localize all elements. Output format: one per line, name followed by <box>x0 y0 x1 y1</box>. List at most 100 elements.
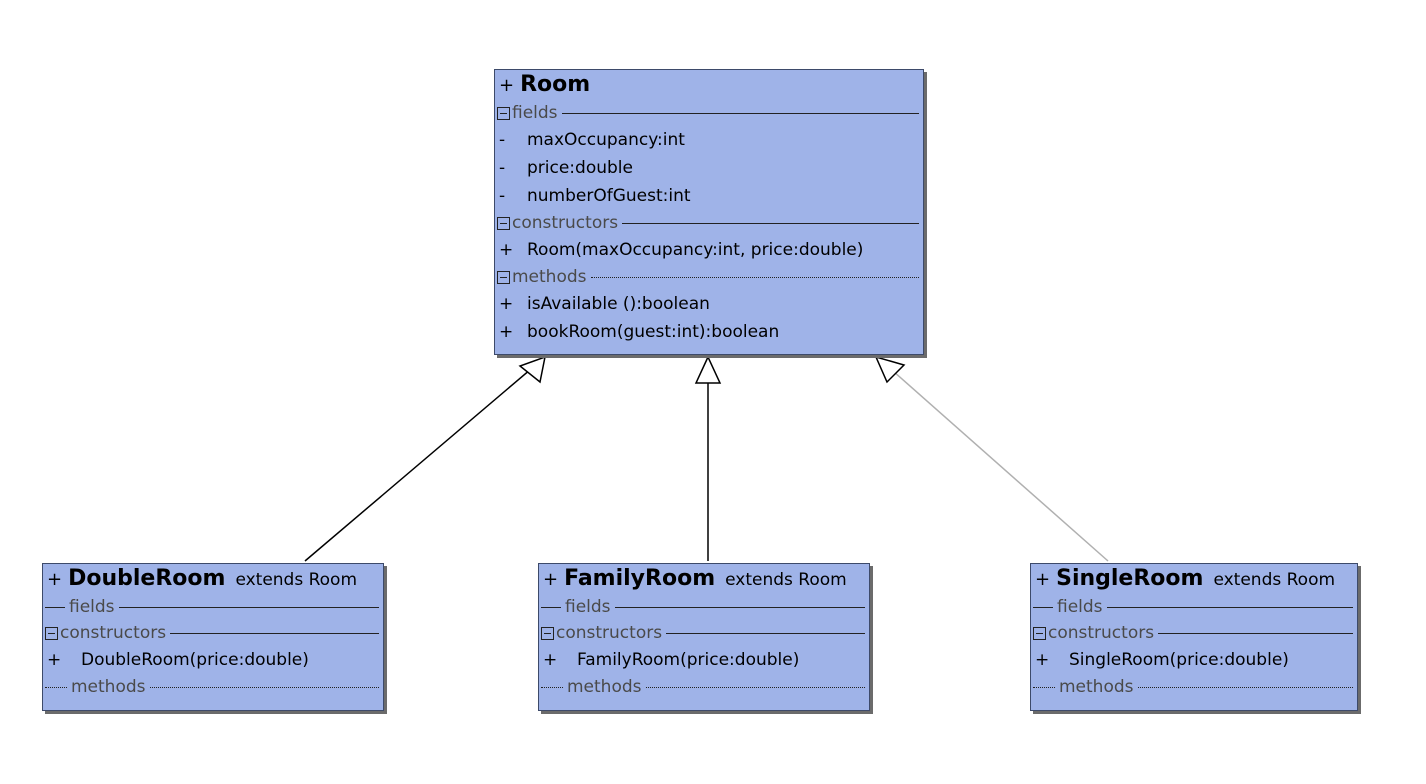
collapse-toggle-icon[interactable] <box>497 270 510 284</box>
visibility-marker: + <box>47 569 63 590</box>
section-divider <box>666 632 865 634</box>
section-lead <box>1033 686 1055 688</box>
section-label: fields <box>512 103 558 123</box>
collapse-toggle-icon[interactable] <box>1033 626 1046 640</box>
fields-section-header[interactable]: fields <box>539 594 869 620</box>
generalization-arrowhead-doubleroom <box>518 355 546 384</box>
visibility-marker: - <box>499 130 506 150</box>
constructor-text: SingleRoom(price:double) <box>1069 650 1289 670</box>
visibility-marker: + <box>543 650 558 670</box>
section-label: constructors <box>1048 623 1155 643</box>
section-divider <box>614 606 865 608</box>
visibility-marker: + <box>1035 650 1050 670</box>
section-label: constructors <box>556 623 663 643</box>
generalization-arrowhead-familyroom <box>694 355 722 384</box>
section-divider <box>622 222 919 224</box>
method-text: isAvailable ():boolean <box>527 294 710 314</box>
collapse-toggle-icon[interactable] <box>541 626 554 640</box>
section-divider <box>118 606 379 608</box>
field-row[interactable]: - maxOccupancy:int <box>495 126 923 154</box>
visibility-marker: + <box>499 322 514 342</box>
visibility-marker: - <box>499 186 506 206</box>
section-label: fields <box>69 597 115 617</box>
constructor-text: FamilyRoom(price:double) <box>577 650 800 670</box>
section-divider <box>561 112 919 114</box>
constructor-row[interactable]: + DoubleRoom(price:double) <box>43 646 383 674</box>
constructors-section-header[interactable]: constructors <box>43 620 383 646</box>
class-singleroom-header: +SingleRoom extends Room <box>1031 564 1357 594</box>
method-row[interactable]: + bookRoom(guest:int):boolean <box>495 318 923 346</box>
visibility-marker: + <box>543 569 559 590</box>
extends-label: extends Room <box>725 570 847 590</box>
section-lead <box>1033 606 1053 608</box>
class-name: FamilyRoom <box>564 566 716 591</box>
visibility-marker: + <box>499 294 514 314</box>
field-text: maxOccupancy:int <box>527 130 685 150</box>
methods-section-header[interactable]: methods <box>539 674 869 700</box>
method-text: bookRoom(guest:int):boolean <box>527 322 780 342</box>
field-text: numberOfGuest:int <box>527 186 691 206</box>
generalization-arrowhead-singleroom <box>874 355 906 384</box>
field-text: price:double <box>527 158 633 178</box>
section-label: constructors <box>60 623 167 643</box>
class-room[interactable]: +Room fields - maxOccupancy:int - price:… <box>494 69 924 355</box>
visibility-marker: + <box>499 240 514 260</box>
collapse-toggle-icon[interactable] <box>497 216 510 230</box>
section-divider <box>149 686 379 688</box>
generalization-line-doubleroom[interactable] <box>304 368 532 562</box>
section-divider <box>645 686 865 688</box>
section-lead <box>45 606 65 608</box>
methods-section-header[interactable]: methods <box>495 264 923 290</box>
section-label: fields <box>1057 597 1103 617</box>
visibility-marker: + <box>499 75 515 96</box>
class-room-header: +Room <box>495 70 923 100</box>
constructor-row[interactable]: + SingleRoom(price:double) <box>1031 646 1357 674</box>
field-row[interactable]: - price:double <box>495 154 923 182</box>
extends-label: extends Room <box>1213 570 1336 590</box>
constructors-section-header[interactable]: constructors <box>539 620 869 646</box>
section-label: methods <box>512 267 587 287</box>
extends-label: extends Room <box>235 570 358 590</box>
visibility-marker: - <box>499 158 506 178</box>
fields-section-header[interactable]: fields <box>1031 594 1357 620</box>
field-row[interactable]: - numberOfGuest:int <box>495 182 923 210</box>
section-lead <box>541 686 563 688</box>
fields-section-header[interactable]: fields <box>495 100 923 126</box>
section-divider <box>170 632 379 634</box>
section-lead <box>45 686 67 688</box>
section-label: methods <box>71 677 146 697</box>
collapse-toggle-icon[interactable] <box>45 626 58 640</box>
section-divider <box>1158 632 1353 634</box>
section-label: constructors <box>512 213 619 233</box>
class-doubleroom-header: +DoubleRoom extends Room <box>43 564 383 594</box>
section-label: fields <box>565 597 611 617</box>
constructors-section-header[interactable]: constructors <box>495 210 923 236</box>
generalization-line-singleroom[interactable] <box>892 370 1109 562</box>
fields-section-header[interactable]: fields <box>43 594 383 620</box>
methods-section-header[interactable]: methods <box>43 674 383 700</box>
constructor-row[interactable]: + FamilyRoom(price:double) <box>539 646 869 674</box>
method-row[interactable]: + isAvailable ():boolean <box>495 290 923 318</box>
visibility-marker: + <box>1035 569 1051 590</box>
class-name: Room <box>520 72 591 97</box>
section-label: methods <box>567 677 642 697</box>
class-name: DoubleRoom <box>68 566 226 591</box>
section-divider <box>590 276 919 278</box>
constructor-text: Room(maxOccupancy:int, price:double) <box>527 240 864 260</box>
section-divider <box>1106 606 1353 608</box>
section-lead <box>541 606 561 608</box>
section-label: methods <box>1059 677 1134 697</box>
visibility-marker: + <box>47 650 62 670</box>
constructor-text: DoubleRoom(price:double) <box>81 650 309 670</box>
constructors-section-header[interactable]: constructors <box>1031 620 1357 646</box>
class-name: SingleRoom <box>1056 566 1204 591</box>
class-familyroom-header: +FamilyRoom extends Room <box>539 564 869 594</box>
collapse-toggle-icon[interactable] <box>497 106 510 120</box>
constructor-row[interactable]: + Room(maxOccupancy:int, price:double) <box>495 236 923 264</box>
methods-section-header[interactable]: methods <box>1031 674 1357 700</box>
